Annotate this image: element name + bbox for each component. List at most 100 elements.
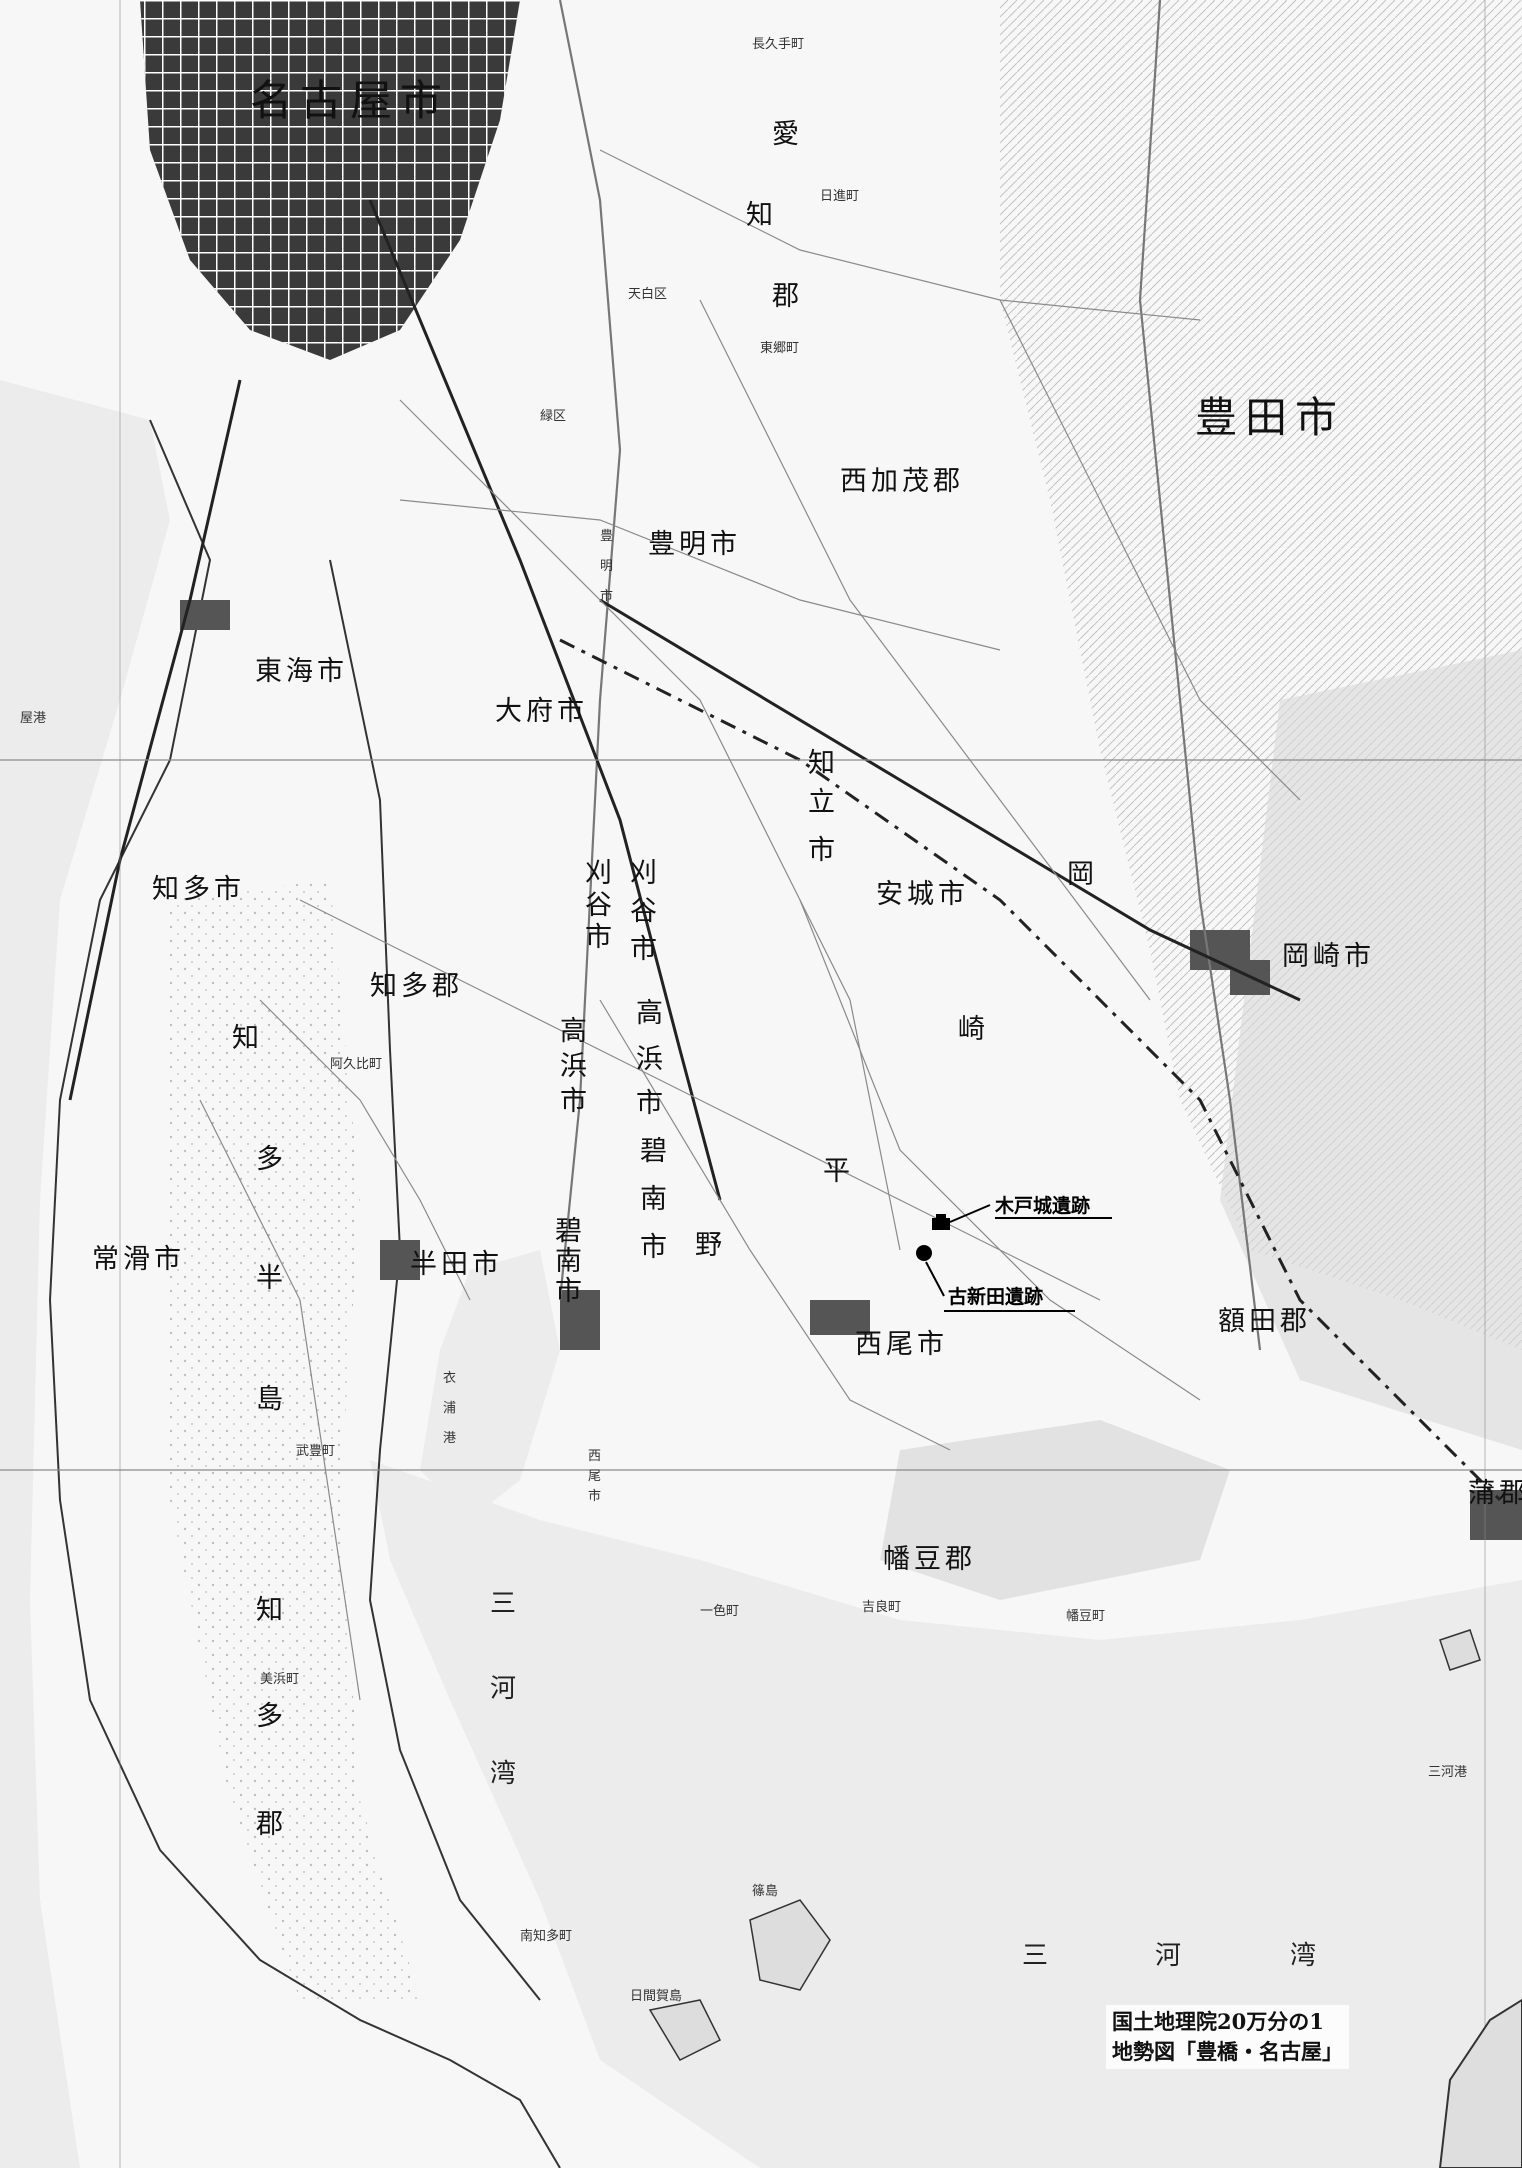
label-kinuura-a: 衣 [443, 1370, 456, 1386]
dot-marker [916, 1245, 932, 1261]
label-kariya2-c: 市 [630, 934, 661, 965]
credit-line-1: 国土地理院20万分の1 [1112, 2009, 1324, 2034]
urban-blocks [180, 600, 1522, 1540]
label-kariya-b: 谷 [585, 890, 616, 921]
label-himakajima: 日間賀島 [630, 1989, 682, 2004]
label-tokoname: 常滑市 [92, 1244, 185, 1275]
site-koshinden: 古新田遺跡 [916, 1245, 1075, 1312]
label-south-chita-b: 多 [256, 1701, 287, 1732]
label-chita-hanto-d: 島 [256, 1384, 287, 1415]
himakajima-island [648, 1999, 722, 2061]
shinojima-island [749, 1899, 831, 1991]
label-hekinan2-a: 碧 [555, 1216, 586, 1247]
label-tokai: 東海市 [255, 656, 348, 687]
label-obu: 大府市 [495, 696, 588, 727]
label-nishio: 西尾市 [855, 1329, 948, 1360]
label-nisshin: 日進町 [820, 189, 859, 204]
label-agui: 阿久比町 [330, 1057, 382, 1072]
label-aichi-gun-c: 郡 [772, 281, 803, 312]
label-toyoake-v-a: 豊 [600, 529, 613, 544]
label-mikawa-bay-h-a: 三 [1022, 1941, 1048, 1971]
label-takahama-b: 浜 [560, 1051, 591, 1082]
label-south-chita-a: 知 [256, 1595, 287, 1626]
label-okazaki: 岡崎市 [1282, 941, 1375, 972]
map-credit: 国土地理院20万分の1 地勢図「豊橋・名古屋」 [1106, 2005, 1349, 2069]
label-takahama-c: 市 [560, 1086, 591, 1117]
label-takahama2-a: 高 [636, 998, 667, 1029]
label-mihama: 美浜町 [260, 1672, 299, 1687]
label-chita-hanto-c: 半 [256, 1263, 287, 1294]
pointer-line-koshinden [925, 1261, 945, 1297]
site-label-kido: 木戸城遺跡 [994, 1194, 1090, 1217]
sea-areas [0, 380, 1522, 2168]
label-toyota: 豊田市 [1195, 393, 1345, 442]
label-kariya2-a: 刈 [630, 858, 661, 889]
chita-peninsula-coast [48, 419, 561, 2168]
place-labels: 名古屋市 豊田市 西加茂郡 豊明市 東海市 大府市 知 立 市 知多市 知多郡 … [20, 37, 1522, 2004]
label-toyoake-v-c: 市 [600, 588, 613, 604]
atsumi-coast [1438, 1998, 1522, 2168]
hill-shading [170, 0, 1522, 2000]
label-midori: 緑区 [540, 409, 566, 424]
label-chita-hanto-b: 多 [256, 1144, 287, 1175]
label-takahama2-c: 市 [636, 1088, 667, 1119]
label-hekinan2-b: 南 [555, 1246, 586, 1277]
label-hazu-town: 幡豆町 [1066, 1609, 1105, 1624]
label-chita-gun: 知多郡 [370, 971, 463, 1002]
label-nishikamo: 西加茂郡 [840, 466, 964, 497]
castle-marker [932, 1214, 950, 1230]
label-handa: 半田市 [410, 1249, 503, 1280]
mikawa-bay [370, 1460, 1522, 2168]
east-islet [1439, 1629, 1481, 1671]
kinuura-bay [420, 1250, 560, 1520]
hills-east [1220, 650, 1522, 1450]
label-kariya-c: 市 [585, 922, 616, 953]
label-nagoya-port: 屋港 [20, 711, 46, 726]
label-chita-city: 知多市 [152, 874, 245, 905]
label-nagakute: 長久手町 [752, 37, 804, 52]
label-anjo: 安城市 [876, 879, 969, 910]
nagoya-urban-area [140, 0, 520, 360]
pointer-line-kido [949, 1204, 991, 1223]
label-isshiki: 一色町 [700, 1603, 739, 1619]
label-tempaku: 天白区 [628, 286, 667, 302]
label-mikawa-bay-h-b: 河 [1155, 1941, 1181, 1971]
label-togo: 東郷町 [760, 340, 799, 356]
label-kariya2-b: 谷 [630, 896, 661, 927]
label-chiryu-c: 市 [808, 835, 839, 866]
site-label-koshinden: 古新田遺跡 [948, 1285, 1043, 1308]
chita-east-coast [329, 559, 541, 2001]
shinkansen-line [559, 638, 1502, 1502]
label-kinuura-b: 浦 [443, 1401, 456, 1416]
label-heiya-a: 平 [823, 1156, 854, 1187]
hills-hazu [880, 1420, 1230, 1600]
label-okazaki-heiya-b: 崎 [958, 1014, 989, 1045]
label-kira: 吉良町 [862, 1599, 901, 1615]
rivers [558, 0, 1262, 1351]
label-chiryu-b: 立 [808, 787, 839, 818]
label-heiya-b: 野 [695, 1230, 726, 1261]
label-hekinan2-c: 市 [555, 1276, 586, 1307]
label-taketoyo: 武豊町 [296, 1444, 335, 1459]
label-nukata: 額田郡 [1218, 1306, 1311, 1337]
label-hekinan-b: 南 [640, 1184, 671, 1215]
label-kinuura-c: 港 [443, 1431, 456, 1446]
label-chita-hanto-a: 知 [232, 1023, 263, 1054]
label-hekinan-c: 市 [640, 1232, 671, 1263]
credit-line-2: 地勢図「豊橋・名古屋」 [1112, 2039, 1343, 2064]
label-okazaki-heiya-a: 岡 [1067, 859, 1098, 890]
islands [648, 1629, 1481, 2061]
site-kido-castle: 木戸城遺跡 [932, 1194, 1112, 1230]
label-chiryu-a: 知 [808, 748, 839, 779]
hills-chita [170, 880, 420, 2000]
label-south-chita-c: 郡 [256, 1809, 287, 1840]
label-aichi-gun-a: 愛 [772, 119, 803, 150]
ise-bay [0, 380, 170, 2168]
label-takahama2-b: 浜 [636, 1044, 667, 1075]
label-hazu: 幡豆郡 [883, 1544, 976, 1575]
label-gamagori: 蒲郡 [1468, 1478, 1522, 1509]
label-shinojima: 篠島 [752, 1884, 778, 1899]
label-hekinan-a: 碧 [640, 1136, 671, 1167]
